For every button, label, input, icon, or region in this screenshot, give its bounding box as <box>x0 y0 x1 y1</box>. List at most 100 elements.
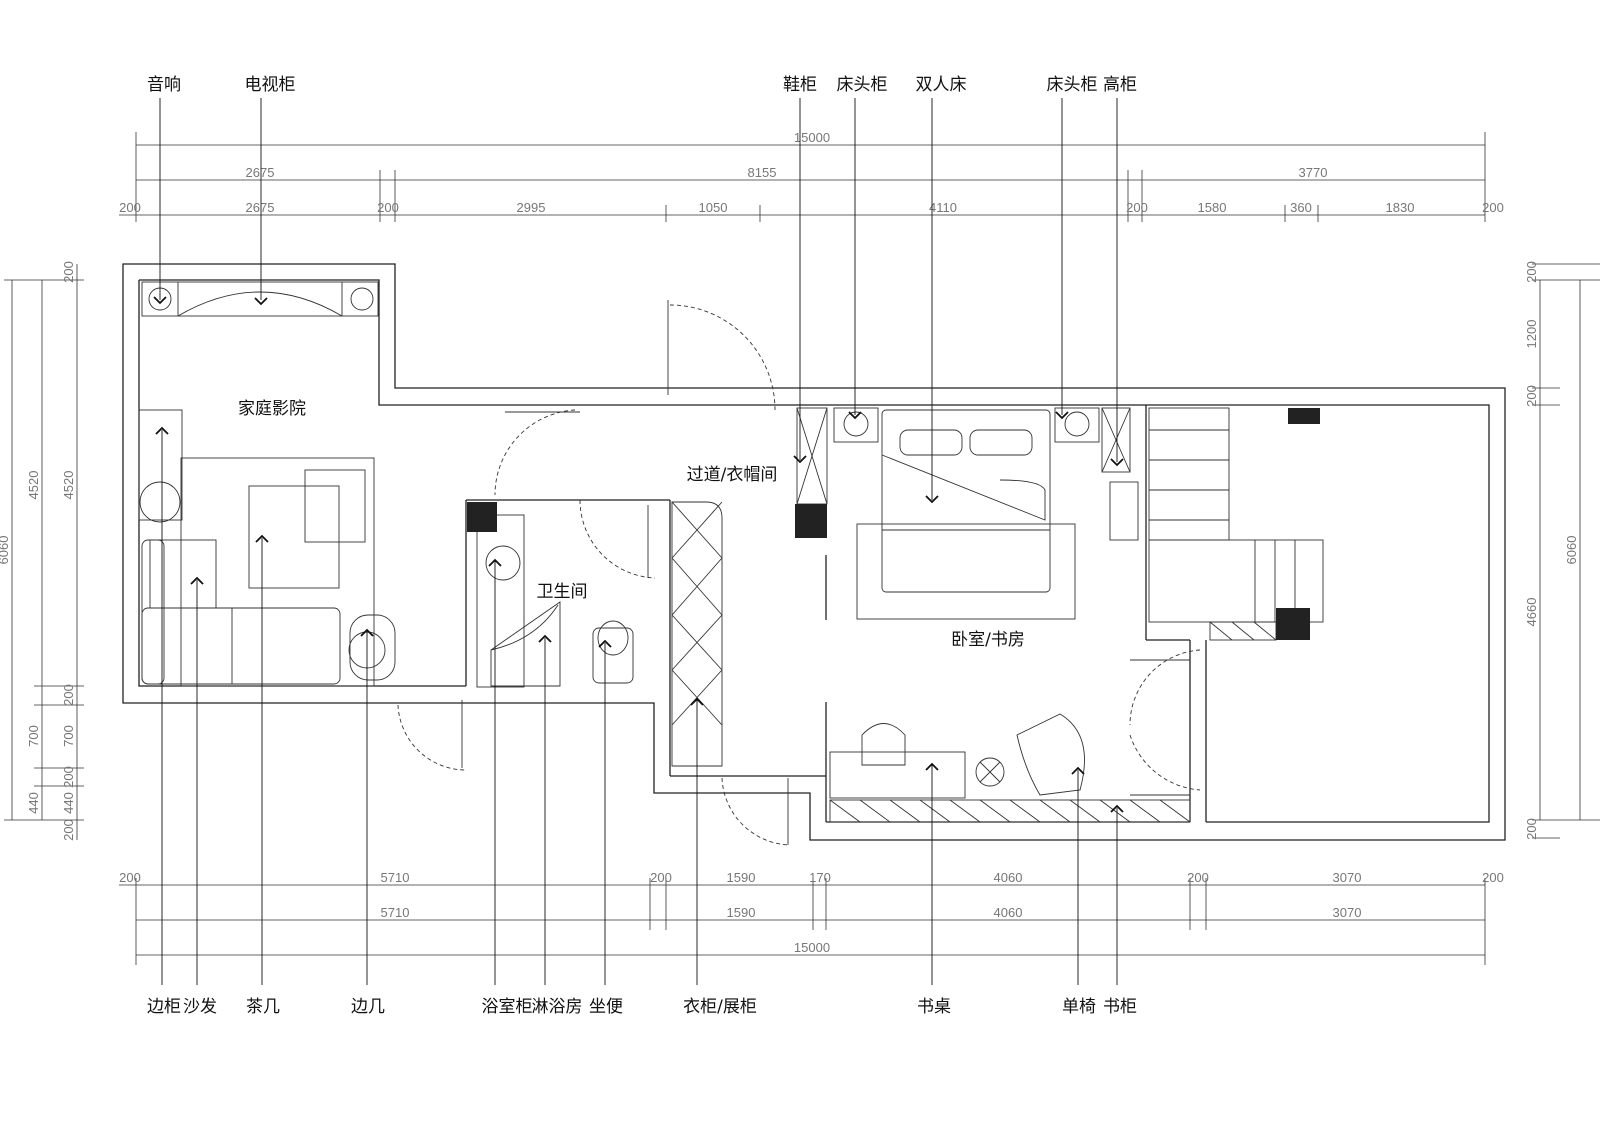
room-label-corridor: 过道/衣帽间 <box>687 465 778 485</box>
dim-left-3-1: 4520 <box>61 471 76 500</box>
nightstand-left <box>833 407 879 443</box>
dim-bottom-1-4: 170 <box>809 870 831 885</box>
label-tv-cabinet: 电视柜 <box>245 75 296 95</box>
dim-bottom-1-5: 4060 <box>994 870 1023 885</box>
chevron-up-icon <box>360 628 374 637</box>
furniture <box>138 281 1324 823</box>
bed-rug <box>856 523 1076 620</box>
dim-left-3-2: 200 <box>61 684 76 706</box>
chevron-down-icon <box>1055 411 1069 420</box>
dim-right-4: 200 <box>1524 818 1539 840</box>
label-toilet: 坐便 <box>589 997 623 1017</box>
label-shoe-cabinet: 鞋柜 <box>783 75 817 95</box>
room-labels: 家庭影院 过道/衣帽间 卫生间 卧室/书房 <box>238 399 1025 650</box>
chevron-down-icon <box>1110 458 1124 467</box>
chevron-down-icon <box>153 296 167 305</box>
label-double-bed: 双人床 <box>916 75 967 95</box>
bottom-labels: 边柜 沙发 茶几 边几 浴室柜 淋浴房 坐便 衣柜/展柜 书桌 单椅 书柜 <box>147 997 1137 1017</box>
dim-top-3-10: 200 <box>1482 200 1504 215</box>
basin-icon <box>485 545 521 581</box>
chevron-down-icon <box>848 411 862 420</box>
label-tall-cabinet: 高柜 <box>1103 75 1137 95</box>
dim-bottom-1-8: 200 <box>1482 870 1504 885</box>
dim-bottom-1-6: 200 <box>1187 870 1209 885</box>
dimension-lines <box>4 132 1600 965</box>
dim-left-2-0: 4520 <box>26 471 41 500</box>
bath-floor-drain <box>467 502 497 532</box>
chevron-up-icon <box>1110 804 1124 813</box>
dim-left-2-2: 440 <box>26 792 41 814</box>
dim-left-3-4: 200 <box>61 766 76 788</box>
armchair <box>1016 713 1085 796</box>
dim-top-3-6: 200 <box>1126 200 1148 215</box>
dim-right-2: 200 <box>1524 385 1539 407</box>
dim-bottom-1-2: 200 <box>650 870 672 885</box>
dimension-texts: 15000 2675 8155 3770 200 2675 200 2995 1… <box>0 130 1579 955</box>
chevron-up-icon <box>1071 766 1085 775</box>
walls <box>122 263 1506 841</box>
chevron-up-icon <box>488 558 502 567</box>
sofa <box>141 607 341 685</box>
chevron-up-icon <box>538 634 552 643</box>
nightstand-right <box>1054 407 1100 443</box>
plant-icon <box>975 757 1005 787</box>
double-bed <box>881 409 1051 593</box>
label-desk: 书桌 <box>917 997 951 1017</box>
side-cabinet <box>138 409 183 521</box>
dim-bottom-2-2: 4060 <box>994 905 1023 920</box>
dim-top-2-0: 2675 <box>246 165 275 180</box>
dim-bottom-1-3: 1590 <box>727 870 756 885</box>
room-label-home-theater: 家庭影院 <box>238 399 306 419</box>
dim-bottom-2-0: 5710 <box>381 905 410 920</box>
toilet <box>592 627 634 684</box>
dim-top-total: 15000 <box>794 130 830 145</box>
dim-bottom-2-1: 1590 <box>727 905 756 920</box>
label-bookcase: 书柜 <box>1103 997 1137 1017</box>
leader-lines <box>159 98 1118 985</box>
label-nightstand-right: 床头柜 <box>1047 75 1098 95</box>
label-coffee-table: 茶几 <box>246 997 280 1017</box>
dim-right-0: 200 <box>1524 261 1539 283</box>
chevron-up-icon <box>690 697 704 706</box>
wardrobe <box>671 501 723 767</box>
room-label-bedroom-study: 卧室/书房 <box>951 630 1025 650</box>
speaker-right-icon <box>350 287 374 311</box>
dim-left-3-3: 700 <box>61 725 76 747</box>
label-nightstand-left: 床头柜 <box>837 75 888 95</box>
bath-cabinet <box>476 514 525 688</box>
dim-right-3: 4660 <box>1524 598 1539 627</box>
shower-enclosure <box>490 601 561 687</box>
label-bath-cabinet: 浴室柜 <box>482 997 533 1017</box>
doors <box>397 300 1201 846</box>
chevron-up-icon <box>190 576 204 585</box>
label-sofa: 沙发 <box>183 997 217 1017</box>
chevron-up-icon <box>155 426 169 435</box>
label-speaker: 音响 <box>147 75 181 95</box>
chevron-up-icon <box>598 639 612 648</box>
dim-top-2-2: 3770 <box>1299 165 1328 180</box>
sofa-area-rug <box>180 457 375 687</box>
chevron-down-icon <box>254 297 268 306</box>
dim-top-3-2: 200 <box>377 200 399 215</box>
label-side-cabinet: 边柜 <box>147 997 181 1017</box>
dim-left-3-5: 440 <box>61 792 76 814</box>
side-table <box>349 614 396 681</box>
dim-top-3-7: 1580 <box>1198 200 1227 215</box>
dim-bottom-2-3: 3070 <box>1333 905 1362 920</box>
coffee-table <box>248 485 340 589</box>
dim-top-3-8: 360 <box>1290 200 1312 215</box>
dim-bottom-1-0: 200 <box>119 870 141 885</box>
dim-right-1: 1200 <box>1524 320 1539 349</box>
dim-bottom-1-1: 5710 <box>381 870 410 885</box>
chevron-markers <box>153 296 1124 813</box>
chevron-up-icon <box>255 534 269 543</box>
desk-chair <box>861 723 906 766</box>
chevron-up-icon <box>925 762 939 771</box>
chevron-down-icon <box>925 495 939 504</box>
dim-left-outer: 6060 <box>0 536 11 565</box>
tall-cabinet <box>1101 407 1131 473</box>
label-side-table: 边几 <box>351 997 385 1017</box>
top-labels: 音响 电视柜 鞋柜 床头柜 双人床 床头柜 高柜 <box>147 75 1137 95</box>
label-armchair: 单椅 <box>1062 997 1096 1017</box>
dim-left-3-0: 200 <box>61 261 76 283</box>
